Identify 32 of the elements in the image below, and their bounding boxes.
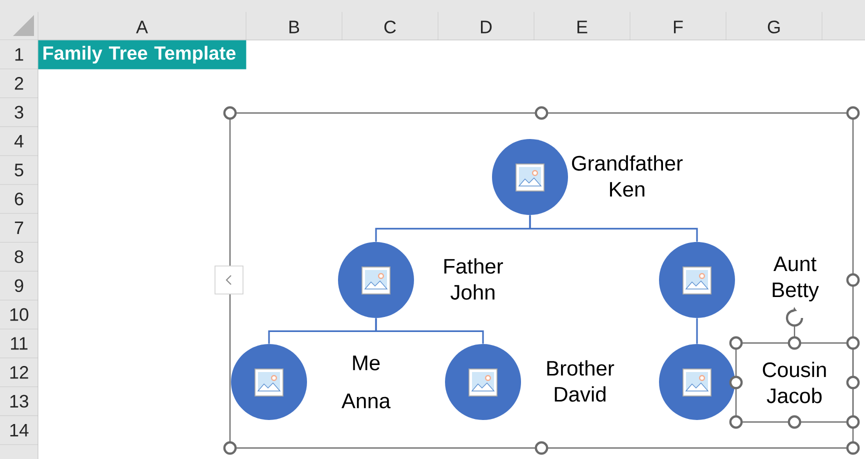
row-number: 4 [14,134,24,148]
row-number: 14 [10,424,28,436]
column-letter: F [674,20,683,34]
row-number: 3 [14,106,24,119]
connector-line [375,318,484,344]
name-label: Me [353,356,380,370]
row-number: 5 [14,164,24,176]
name-label: Aunt Betty [772,256,819,302]
title-cell: Family Tree Template [38,40,246,70]
column-letter: A [136,20,148,34]
row-number: 2 [14,77,24,90]
connector-line [696,318,698,344]
name-label: Anna [342,394,391,408]
name-label: Brother David [547,360,614,402]
column-letter: E [577,20,588,34]
column-letter: C [384,20,396,34]
name-label: Grandfather Ken [572,155,683,197]
row-number: 11 [11,337,28,350]
row-number: 9 [14,279,24,292]
text-box: Cousin Jacob [735,342,854,423]
column-letter: G [768,20,780,34]
row-number: 13 [10,394,28,408]
row-number: 10 [10,308,28,321]
row-number: 8 [14,250,24,264]
column-letter: B [289,20,300,34]
connector-line [529,215,698,242]
column-letter: D [480,20,492,34]
row-number: 7 [14,222,24,234]
row-number: 1 [15,48,24,61]
row-number: 6 [14,192,24,206]
name-label: Father John [444,258,503,300]
row-number: 12 [10,366,28,379]
